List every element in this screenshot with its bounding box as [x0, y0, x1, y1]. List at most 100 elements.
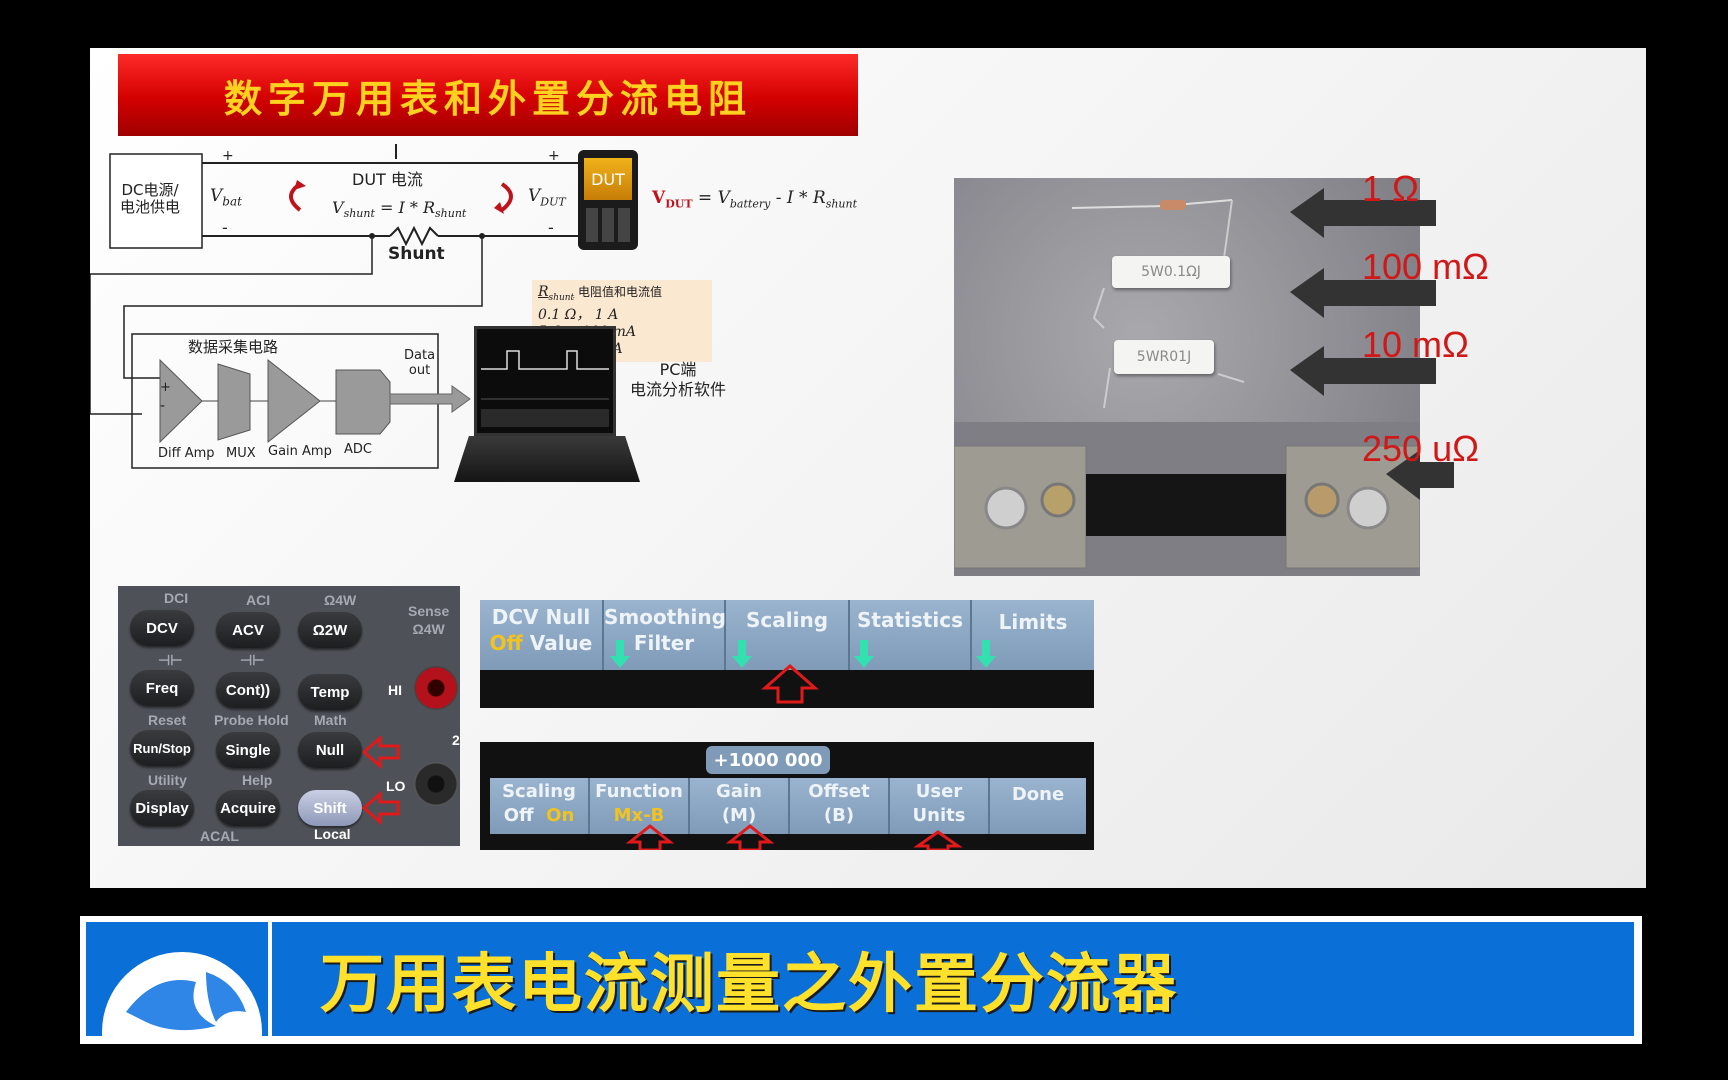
- label-100-mohm: 100 mΩ: [1362, 246, 1489, 287]
- v-dut-label: VDUT: [528, 186, 566, 209]
- globe-logo-icon: [86, 922, 268, 1036]
- menu-screen-1: DCV Null Off Value Smoothing Filter Scal…: [480, 600, 1094, 708]
- keypad-label-local: Local: [314, 826, 351, 842]
- scale-value-field[interactable]: +1000 000: [706, 746, 830, 774]
- o2w-key[interactable]: Ω2W: [298, 612, 362, 648]
- lo-label: LO: [386, 778, 406, 794]
- user-units-softkey[interactable]: User Units: [890, 778, 990, 834]
- label-1-ohm: 1 Ω: [1362, 168, 1419, 209]
- lo-terminal[interactable]: [414, 762, 458, 806]
- freq-key[interactable]: Freq: [130, 670, 194, 706]
- shunt-resistor-photo: 5W0.1ΩJ 5WR01J: [954, 178, 1420, 576]
- keypad-label-math: Math: [314, 712, 347, 728]
- offset-softkey[interactable]: Offset (B): [790, 778, 890, 834]
- softkey-label: DCV Null: [491, 605, 591, 629]
- temp-key[interactable]: Temp: [298, 674, 362, 710]
- menu-screen-2: +1000 000 Scaling Off On Function Mx-B G…: [480, 742, 1094, 850]
- resistor-leads: [954, 199, 1420, 576]
- plus-right: +: [548, 148, 560, 164]
- statistics-softkey[interactable]: Statistics: [850, 600, 972, 670]
- laptop-keyboard-icon: [454, 436, 640, 482]
- hi-terminal[interactable]: [414, 666, 458, 710]
- side-number: 2: [452, 732, 460, 748]
- pc-label: PC端 电流分析软件: [630, 360, 727, 399]
- opamp-plus: +: [160, 380, 171, 395]
- softkey-label: (B): [823, 805, 855, 826]
- softkey-value: Mx-B: [613, 805, 665, 826]
- keypad-label-sense: Sense Ω4W: [408, 603, 450, 637]
- block-label-gain-amp: Gain Amp: [268, 444, 332, 459]
- block-label-adc: ADC: [344, 442, 372, 457]
- block-label-diff-amp: Diff Amp: [158, 446, 215, 461]
- dut-screen-label: DUT: [584, 158, 632, 200]
- laptop-screen: [474, 326, 616, 436]
- softkey-value: Off Value: [489, 631, 593, 655]
- keypad-label-acal: ACAL: [200, 828, 239, 844]
- label-250-uohm: 250 uΩ: [1362, 428, 1479, 469]
- v-bat-label: Vbat: [210, 186, 242, 209]
- minus-left: -: [222, 218, 228, 237]
- note-title: Rshunt 电阻值和电流值: [538, 284, 662, 303]
- shift-key[interactable]: Shift: [298, 790, 362, 826]
- slide: 数字万用表和外置分流电阻 DC电源/ 电池供电 Vbat + - + - DUT…: [90, 48, 1646, 888]
- caption-title: 万用表电流测量之外置分流器: [320, 948, 1178, 1022]
- softkey-label: Offset: [808, 781, 870, 802]
- softkey-label: Gain: [716, 781, 762, 802]
- photo-arrows: [1290, 188, 1454, 500]
- dcv-null-softkey[interactable]: DCV Null Off Value: [480, 600, 604, 670]
- caption-bar: 万用表电流测量之外置分流器: [80, 916, 1642, 1044]
- null-key[interactable]: Null: [298, 732, 362, 768]
- softkey-label: User: [915, 781, 963, 802]
- gain-softkey[interactable]: Gain (M): [690, 778, 790, 834]
- keypad-label-aci: ACI: [246, 592, 271, 608]
- resistor-5w-r01: 5WR01J: [1114, 340, 1214, 374]
- softkey-label: Function: [595, 781, 683, 802]
- single-key[interactable]: Single: [216, 732, 280, 768]
- slide-title-banner: 数字万用表和外置分流电阻: [118, 54, 858, 136]
- softkey-label: Scaling: [502, 781, 576, 802]
- cont-key[interactable]: Cont)): [216, 672, 280, 708]
- circuit-wires: [90, 144, 578, 469]
- source-label: DC电源/ 电池供电: [120, 181, 181, 216]
- opamp-minus: -: [160, 398, 166, 414]
- run-stop-key[interactable]: Run/Stop: [130, 730, 194, 766]
- keypad-label-reset: Reset: [148, 712, 187, 728]
- acquire-key[interactable]: Acquire: [216, 790, 280, 826]
- scaling-toggle-softkey[interactable]: Scaling Off On: [490, 778, 590, 834]
- keypad-label-probe-hold: Probe Hold: [214, 712, 289, 728]
- daq-title: 数据采集电路: [188, 338, 279, 356]
- screen2-arrows: [625, 824, 963, 850]
- softkey-label: (M): [721, 805, 757, 826]
- waveform-icon: [477, 329, 613, 433]
- keypad-label-diode: ⊣⊢: [240, 652, 265, 668]
- softkey-label: Units: [912, 805, 966, 826]
- dut-phone: DUT: [578, 150, 638, 250]
- scaling-softkey[interactable]: Scaling: [726, 600, 850, 670]
- plus-left: +: [222, 148, 234, 164]
- softkey-label: Smoothing: [604, 605, 726, 629]
- shunt-label: Shunt: [388, 244, 445, 264]
- function-softkey[interactable]: Function Mx-B: [590, 778, 690, 834]
- red-arrow-icons: [362, 736, 400, 826]
- keypad-label-dci: DCI: [164, 590, 189, 606]
- done-softkey[interactable]: Done: [990, 778, 1086, 834]
- resistor-5w-01: 5W0.1ΩJ: [1112, 256, 1230, 288]
- keypad-label-help: Help: [242, 772, 273, 788]
- slide-title: 数字万用表和外置分流电阻: [223, 76, 752, 121]
- note-line: 0.1 Ω， 1 A: [538, 306, 619, 323]
- screen1-arrows: [610, 640, 996, 704]
- hi-label: HI: [388, 682, 402, 698]
- dcv-key[interactable]: DCV: [130, 610, 194, 646]
- data-out-label: Data out: [404, 348, 436, 378]
- acv-key[interactable]: ACV: [216, 612, 280, 648]
- display-key[interactable]: Display: [130, 790, 194, 826]
- keypad-label-cap: ⊣⊢: [158, 652, 183, 668]
- multimeter-keypad: DCI ACI Ω4W Sense Ω4W DCV ACV Ω2W ⊣⊢ ⊣⊢ …: [118, 586, 460, 846]
- v-shunt-equation: Vshunt = I * Rshunt: [332, 198, 467, 221]
- v-dut-equation: VDUT = Vbattery - I * Rshunt: [652, 188, 858, 211]
- softkey-value: Off On: [503, 805, 575, 826]
- caption-banner: 万用表电流测量之外置分流器: [272, 922, 1634, 1036]
- minus-right: -: [548, 218, 554, 237]
- phone-keypad-icon: [586, 208, 630, 242]
- limits-softkey[interactable]: Limits: [972, 600, 1094, 670]
